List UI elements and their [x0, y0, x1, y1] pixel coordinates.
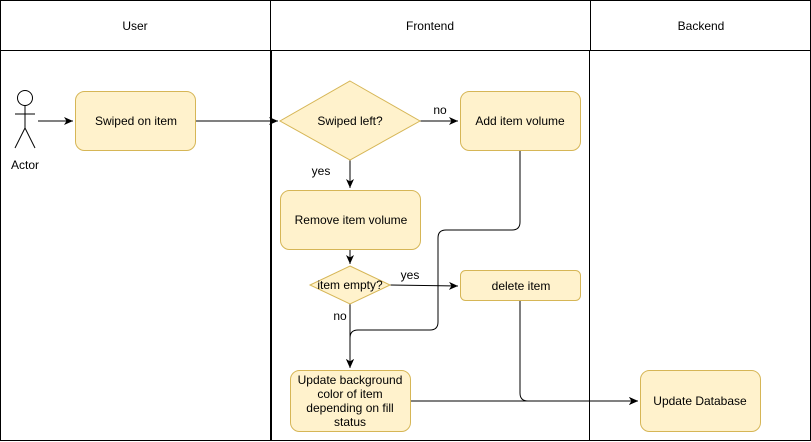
svg-text:depending on fill: depending on fill [306, 401, 393, 415]
svg-text:Swiped left?: Swiped left? [317, 114, 383, 128]
edge-add-to-update-bg [346, 150, 521, 368]
lane-title-backend: Backend [678, 19, 725, 33]
actor-icon [14, 90, 36, 149]
node-update-background: Update background color of item dependin… [290, 370, 411, 432]
node-add-item-volume: Add item volume [460, 91, 581, 151]
edge-empty-to-delete [389, 281, 459, 290]
node-delete-item: delete item [460, 270, 581, 301]
decision-swiped-left: Swiped left? [278, 80, 422, 161]
node-swiped-on-item: Swiped on item [75, 91, 196, 151]
lane-title-frontend: Frontend [406, 19, 454, 33]
svg-text:Swiped on item: Swiped on item [95, 114, 177, 128]
node-remove-item-volume: Remove item volume [280, 190, 421, 250]
lane-title-user: User [122, 19, 147, 33]
edge-label-yes-remove: yes [312, 164, 331, 178]
decision-item-empty: item empty? [308, 265, 392, 305]
edge-label-no-add: no [433, 103, 447, 117]
svg-text:delete item: delete item [492, 279, 551, 293]
svg-text:color of item: color of item [317, 387, 382, 401]
edges [38, 117, 638, 405]
svg-text:Remove item volume: Remove item volume [295, 213, 408, 227]
svg-text:item empty?: item empty? [317, 278, 383, 292]
svg-text:Add item volume: Add item volume [475, 114, 565, 128]
svg-text:Update Database: Update Database [653, 394, 747, 408]
svg-text:Update background: Update background [298, 373, 403, 387]
lane-user: User [0, 0, 271, 441]
edge-label-yes-delete: yes [401, 268, 420, 282]
node-update-database: Update Database [640, 370, 761, 432]
svg-text:status: status [334, 415, 366, 429]
edge-delete-to-database [519, 300, 638, 405]
actor-label: Actor [11, 158, 39, 172]
actor: Actor [11, 90, 39, 172]
edge-label-no-update: no [333, 309, 347, 323]
